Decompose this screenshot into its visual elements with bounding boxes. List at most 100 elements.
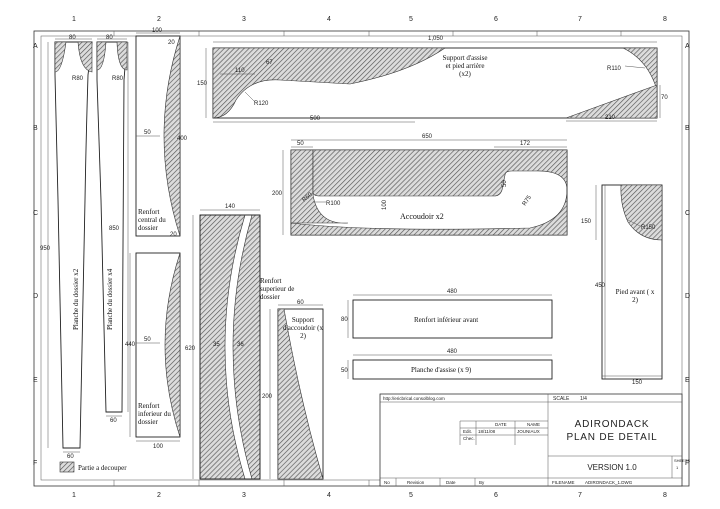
lower-back-dim-mid: 50 bbox=[144, 337, 151, 343]
col-label-3-bottom: 3 bbox=[242, 492, 246, 499]
plank-x2-dim-bottom: 60 bbox=[67, 454, 74, 460]
col-label-8: 8 bbox=[663, 16, 667, 23]
part-lower-front-brace: 480 80 Renfort inférieur avant bbox=[341, 289, 553, 339]
upper-back-dim-inner: 35 bbox=[213, 342, 220, 348]
seat-support-dim-r120: R120 bbox=[254, 101, 269, 107]
scale-value: 1/4 bbox=[580, 396, 587, 402]
plank-x4-dim-top: 80 bbox=[106, 35, 113, 41]
title-block: http://ericbrical.consolblog.com SCALE 1… bbox=[379, 393, 690, 487]
lower-front-dim-height: 80 bbox=[341, 317, 348, 323]
seat-support-dim-210: 210 bbox=[605, 115, 616, 121]
filename-value: ADIRONDACK_1.DWG bbox=[585, 480, 633, 485]
col-name: NAME bbox=[527, 422, 540, 427]
lower-front-label: Renfort inférieur avant bbox=[414, 316, 478, 324]
edit-date: 18/11/08 bbox=[478, 429, 496, 434]
legend-label: Partie a decouper bbox=[78, 464, 127, 472]
drawing-title: ADIRONDACK bbox=[575, 419, 650, 430]
version: VERSION 1.0 bbox=[587, 463, 637, 472]
central-dim-height: 400 bbox=[177, 136, 188, 142]
filename-label: FILENAME bbox=[552, 480, 575, 485]
scale-label: SCALE bbox=[553, 396, 570, 402]
part-central-brace: 100 20 50 400 20 Renfort central du doss… bbox=[135, 28, 188, 238]
armrest-dim-50-inner: 50 bbox=[502, 180, 508, 187]
row-labels: A B C D E F A B C D E F bbox=[33, 43, 690, 467]
seat-support-label: Support d'assise et pied arrière (x2) bbox=[442, 54, 488, 78]
front-leg-dim-150: 150 bbox=[581, 219, 592, 225]
front-leg-dim-450: 450 bbox=[595, 283, 606, 289]
central-dim-top: 100 bbox=[152, 28, 163, 34]
row-edit: Edit. bbox=[463, 429, 472, 434]
col-label-7-bottom: 7 bbox=[578, 492, 582, 499]
part-armrest: 650 50 172 200 R60 R100 100 50 R75 Accou… bbox=[272, 134, 568, 236]
col-label-5-bottom: 5 bbox=[409, 492, 413, 499]
row-label-b: B bbox=[33, 125, 38, 132]
row-label-a-right: A bbox=[685, 43, 690, 50]
part-armrest-support: 60 200 Support d'accoudoir (x 2) bbox=[262, 300, 324, 480]
col-label-4-bottom: 4 bbox=[327, 492, 331, 499]
rev-date: Date bbox=[446, 480, 456, 485]
col-label-2: 2 bbox=[157, 16, 161, 23]
column-labels: 1 2 3 4 5 6 7 8 1 2 3 4 5 6 7 8 bbox=[72, 16, 667, 499]
row-label-a: A bbox=[33, 43, 38, 50]
col-label-8-bottom: 8 bbox=[663, 492, 667, 499]
seat-plank-label: Planche d'assise (x 9) bbox=[411, 366, 472, 374]
seat-support-dim-length: 1,050 bbox=[428, 36, 444, 42]
row-label-d: D bbox=[33, 293, 38, 300]
armrest-support-dim-width: 60 bbox=[297, 300, 304, 306]
col-label-6-bottom: 6 bbox=[494, 492, 498, 499]
title-block-url: http://ericbrical.consolblog.com bbox=[383, 396, 445, 401]
col-label-5: 5 bbox=[409, 16, 413, 23]
row-label-f-right: F bbox=[685, 460, 689, 467]
armrest-dim-height: 200 bbox=[272, 191, 283, 197]
armrest-dim-100: 100 bbox=[382, 199, 388, 210]
col-label-3: 3 bbox=[242, 16, 246, 23]
central-dim-mid: 50 bbox=[144, 130, 151, 136]
seat-plank-dim-height: 50 bbox=[341, 368, 348, 374]
armrest-dim-r75: R75 bbox=[522, 194, 534, 207]
plank-x4-dim-bottom: 60 bbox=[110, 418, 117, 424]
plank-x2-dim-radius: R80 bbox=[72, 76, 84, 82]
part-lower-back-brace: 440 50 100 Renfort inferieur du dossier bbox=[125, 252, 181, 450]
col-label-1: 1 bbox=[72, 16, 76, 23]
central-label: Renfort central du dossier bbox=[138, 208, 166, 232]
front-leg-dim-bottom: 150 bbox=[632, 380, 643, 386]
legend: Partie a decouper bbox=[59, 461, 127, 473]
seat-support-dim-height: 150 bbox=[197, 81, 208, 87]
central-dim-top-small: 20 bbox=[168, 40, 175, 46]
upper-back-dim-outer: 36 bbox=[237, 342, 244, 348]
front-leg-label: Pied avant ( x 2) bbox=[615, 288, 655, 304]
plank-x2-dim-length: 950 bbox=[40, 246, 51, 252]
part-plank-x2: 80 R80 950 60 Planche du dossier x2 bbox=[40, 35, 93, 460]
seat-support-dim-67: 67 bbox=[266, 60, 273, 66]
seat-support-dim-500: 500 bbox=[310, 116, 321, 122]
armrest-support-label: Support d'accoudoir (x 2) bbox=[283, 316, 323, 340]
col-label-4: 4 bbox=[327, 16, 331, 23]
col-label-7: 7 bbox=[578, 16, 582, 23]
part-plank-x4: 80 R80 850 60 Planche du dossier x4 bbox=[96, 35, 129, 424]
sheets-value: 1 bbox=[676, 465, 679, 470]
seat-support-dim-110: 110 bbox=[235, 68, 245, 74]
upper-back-dim-width: 140 bbox=[225, 204, 236, 210]
edit-name: JOUNIAUX bbox=[517, 429, 540, 434]
row-label-c: C bbox=[33, 210, 38, 217]
armrest-support-dim-height: 200 bbox=[262, 394, 273, 400]
seat-support-dim-70: 70 bbox=[661, 95, 668, 101]
central-dim-bottom-small: 20 bbox=[170, 232, 177, 238]
plank-x4-label: Planche du dossier x4 bbox=[106, 268, 114, 330]
armrest-label: Accoudoir x2 bbox=[400, 212, 444, 221]
rev-by: By bbox=[479, 480, 485, 485]
armrest-dim-172: 172 bbox=[520, 141, 531, 147]
seat-support-dim-r110: R110 bbox=[607, 66, 622, 72]
upper-back-dim-height: 620 bbox=[185, 346, 196, 352]
col-label-1-bottom: 1 bbox=[72, 492, 76, 499]
plank-x2-label: Planche du dossier x2 bbox=[72, 268, 80, 330]
drawing-subtitle: PLAN DE DETAIL bbox=[566, 432, 657, 443]
part-front-leg: 150 R150 450 150 Pied avant ( x 2) bbox=[581, 184, 663, 386]
row-label-d-right: D bbox=[685, 293, 690, 300]
armrest-dim-50: 50 bbox=[297, 141, 304, 147]
row-label-e-right: E bbox=[685, 377, 690, 384]
part-seat-plank: 480 50 Planche d'assise (x 9) bbox=[341, 349, 553, 380]
part-seat-support: 1,050 150 110 67 R120 500 R110 70 210 Su… bbox=[197, 36, 668, 123]
outer-frame bbox=[33, 30, 690, 487]
